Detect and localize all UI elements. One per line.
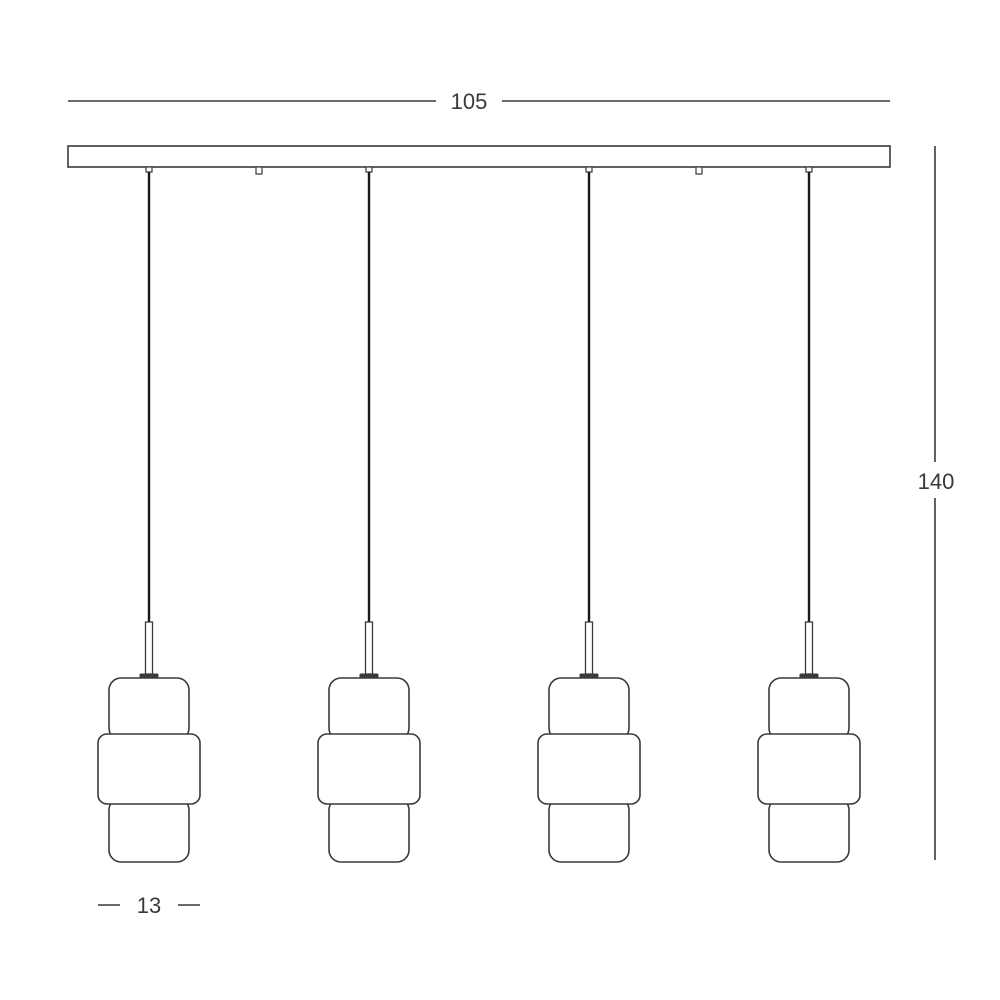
- pendants: [97, 166, 861, 863]
- pendant-canopy-connector: [805, 166, 813, 173]
- shade-diameter-dimension: 13: [98, 893, 200, 918]
- ceiling-bar: [67, 145, 891, 175]
- pendant-glass-lower: [328, 797, 410, 863]
- width-dimension-label: 105: [451, 89, 488, 114]
- pendant-canopy-connector: [585, 166, 593, 173]
- pendant-4: [757, 166, 861, 863]
- pendant-glass-ring: [537, 733, 641, 805]
- pendant-sleeve: [584, 621, 594, 675]
- pendant-glass-ring: [317, 733, 421, 805]
- width-dimension: 105: [68, 89, 890, 114]
- pendant-3: [537, 166, 641, 863]
- height-dimension-label: 140: [918, 469, 955, 494]
- pendant-glass-upper: [328, 677, 410, 741]
- pendant-sleeve: [364, 621, 374, 675]
- pendant-canopy-connector: [365, 166, 373, 173]
- pendant-glass-upper: [548, 677, 630, 741]
- pendant-canopy-connector: [145, 166, 153, 173]
- pendant-sleeve: [804, 621, 814, 675]
- height-dimension: 140: [918, 146, 955, 860]
- pendant-glass-ring: [757, 733, 861, 805]
- pendant-glass-lower: [108, 797, 190, 863]
- shade-dimension-label: 13: [137, 893, 161, 918]
- ceiling-bar-body: [67, 145, 891, 168]
- pendant-glass-ring: [97, 733, 201, 805]
- ceiling-bar-mount-left: [255, 166, 263, 175]
- pendant-1: [97, 166, 201, 863]
- pendant-glass-upper: [108, 677, 190, 741]
- ceiling-bar-mount-right: [695, 166, 703, 175]
- pendant-glass-lower: [548, 797, 630, 863]
- pendant-glass-lower: [768, 797, 850, 863]
- pendant-sleeve: [144, 621, 154, 675]
- pendant-2: [317, 166, 421, 863]
- pendant-glass-upper: [768, 677, 850, 741]
